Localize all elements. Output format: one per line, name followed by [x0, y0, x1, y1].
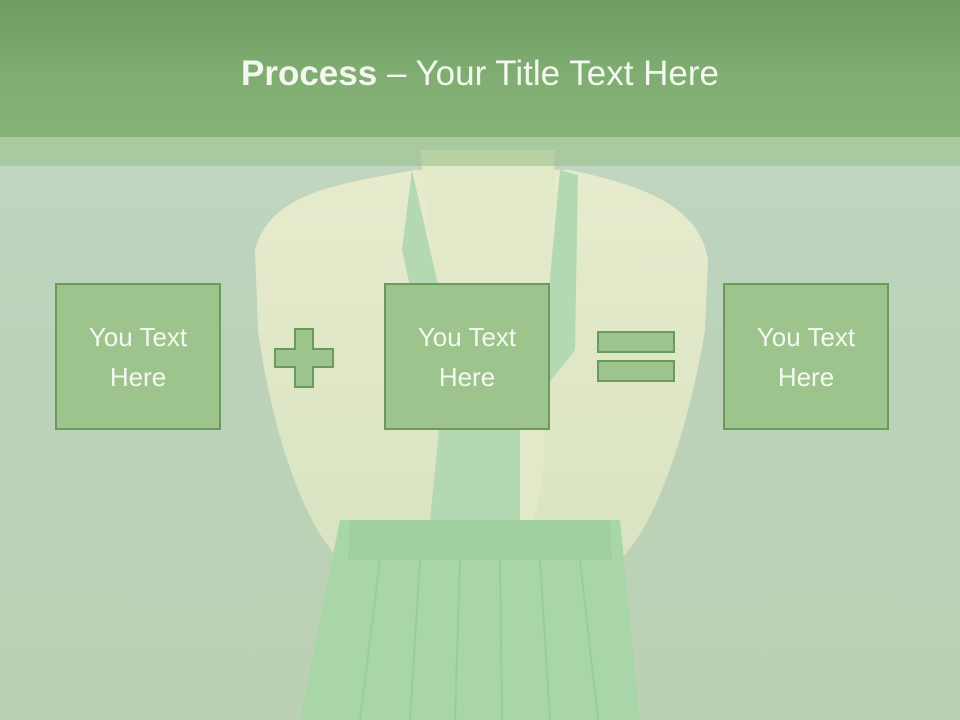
title-bold: Process — [241, 54, 378, 93]
process-box-label: You Text Here — [417, 321, 517, 392]
process-box-3[interactable]: You Text Here — [723, 283, 889, 430]
process-box-2[interactable]: You Text Here — [384, 283, 550, 430]
process-box-label: You Text Here — [756, 321, 856, 392]
plus-icon — [274, 328, 334, 388]
equals-icon — [597, 331, 675, 382]
title-bar — [0, 0, 960, 137]
title-strip — [0, 137, 960, 166]
page-title[interactable]: Process – Your Title Text Here — [0, 52, 960, 96]
process-box-1[interactable]: You Text Here — [55, 283, 221, 430]
title-rest: – Your Title Text Here — [377, 54, 719, 93]
process-box-label: You Text Here — [88, 321, 188, 392]
